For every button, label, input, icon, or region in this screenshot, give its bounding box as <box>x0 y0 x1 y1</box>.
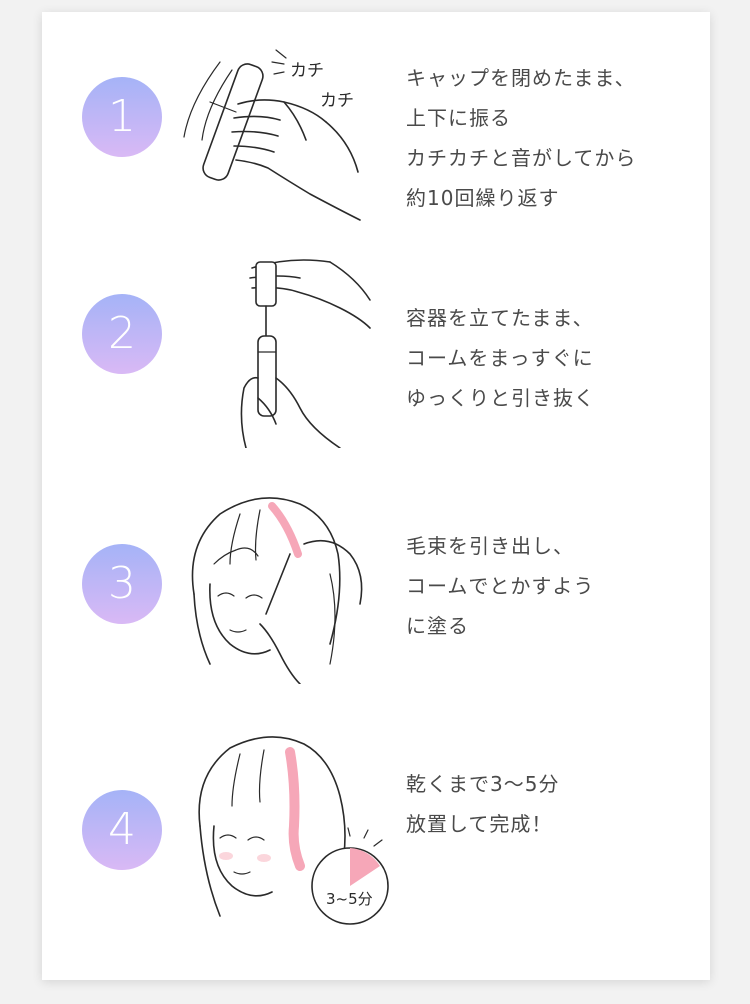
step-number-badge: 1 <box>82 77 162 157</box>
hands-pulling-wand-icon <box>180 248 380 448</box>
hand-shaking-mascara-icon: カチ カチ <box>180 42 380 222</box>
kachi-text-2: カチ <box>320 91 354 111</box>
step-description: 乾くまで3〜5分 放置して完成！ <box>406 764 706 844</box>
woman-with-timer-icon: 3~5分 <box>180 726 400 946</box>
woman-combing-hair-icon <box>180 484 380 684</box>
step-description: 毛束を引き出し、 コームでとかすよう に塗る <box>406 526 706 646</box>
step-line: 乾くまで3〜5分 <box>406 772 560 796</box>
step-line: 上下に振る <box>406 106 511 130</box>
step-line: コームでとかすよう <box>406 574 595 598</box>
step-description: 容器を立てたまま、 コームをまっすぐに ゆっくりと引き抜く <box>406 298 706 418</box>
step-line: コームをまっすぐに <box>406 346 594 370</box>
instruction-card: 1 カチ カチ <box>42 12 710 980</box>
step-line: 容器を立てたまま、 <box>406 306 594 330</box>
step-line: 放置して完成！ <box>406 812 553 836</box>
step-number-badge: 4 <box>82 790 162 870</box>
step-line: 約10回繰り返す <box>406 186 560 210</box>
timer-label: 3~5分 <box>326 890 373 908</box>
step-line: 毛束を引き出し、 <box>406 534 574 558</box>
kachi-text-1: カチ <box>290 61 324 81</box>
step-description: キャップを閉めたまま、 上下に振る カチカチと音がしてから 約10回繰り返す <box>406 58 706 218</box>
step-number-badge: 2 <box>82 294 162 374</box>
step-line: カチカチと音がしてから <box>406 146 637 170</box>
step-number-badge: 3 <box>82 544 162 624</box>
step-line: キャップを閉めたまま、 <box>406 66 636 90</box>
step-line: ゆっくりと引き抜く <box>406 386 595 410</box>
step-line: に塗る <box>406 614 469 638</box>
